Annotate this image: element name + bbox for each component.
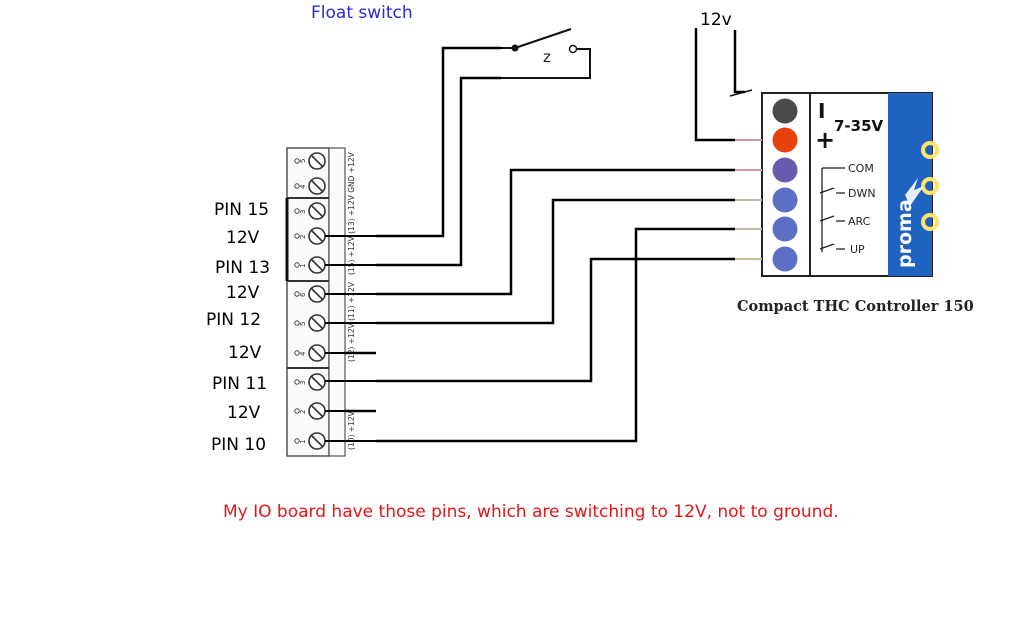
terminal-dwn	[772, 187, 798, 213]
svg-text:3: 3	[299, 381, 307, 385]
svg-text:3: 3	[299, 210, 307, 214]
strip-caption-upper: (15) +12V (13) +12V GND +12V	[347, 151, 356, 275]
wire-12v-supply-gray	[733, 30, 745, 94]
wire-dwn	[376, 198, 735, 325]
svg-text:1: 1	[299, 264, 307, 268]
float-switch-symbol: z	[501, 28, 591, 79]
float-switch-symbol-label: z	[543, 48, 551, 66]
svg-text:2: 2	[299, 235, 307, 239]
thc-output-dwn: DWN	[848, 187, 876, 200]
thc-controller: proma I + 7-35V COM DWN ARC UP	[735, 92, 939, 277]
wire-arc	[376, 227, 735, 443]
svg-text:6: 6	[299, 292, 307, 297]
svg-text:1: 1	[299, 440, 307, 444]
pin-label-12v-d: 12V	[227, 403, 261, 423]
pin-label-12v-b: 12V	[226, 283, 260, 303]
pin-label-10: PIN 10	[211, 435, 267, 455]
svg-text:2: 2	[299, 410, 307, 414]
terminal-red	[772, 127, 798, 153]
thc-output-com: COM	[848, 162, 874, 175]
float-switch-title: Float switch	[311, 3, 413, 23]
pin-label-12v-c: 12V	[228, 343, 262, 363]
wire-up	[376, 257, 735, 383]
supply-12v-label: 12v	[700, 10, 732, 30]
io-terminal-strip: 5 4 3 2 1 6 5 4 3 2 1 (15) +12V (13) +12…	[285, 147, 356, 457]
wire-com	[376, 168, 735, 296]
svg-text:5: 5	[299, 322, 307, 326]
terminal-up	[772, 246, 798, 272]
thc-voltage: 7-35V	[834, 117, 884, 135]
wire-float-to-pin13	[376, 76, 501, 267]
pin-label-12v-a: 12V	[226, 228, 260, 248]
thc-brand: proma	[894, 199, 916, 268]
terminal-com	[772, 157, 798, 183]
thc-plus-sign: +	[815, 126, 835, 154]
thc-output-arc: ARC	[848, 215, 871, 228]
terminal-arc	[772, 216, 798, 242]
pin-label-13: PIN 13	[215, 258, 271, 278]
thc-caption: Compact THC Controller 150	[737, 298, 974, 315]
wires	[325, 28, 753, 443]
thc-output-up: UP	[850, 243, 865, 256]
pin-label-15: PIN 15	[214, 200, 270, 220]
terminal-gray	[772, 98, 798, 124]
strip-caption-lower: (10) +12V	[347, 410, 356, 450]
thc-minus-sign: I	[818, 99, 825, 123]
wire-float-to-pin15-12v	[376, 46, 501, 238]
note-text: My IO board have those pins, which are s…	[223, 502, 839, 522]
svg-text:5: 5	[299, 159, 307, 163]
strip-caption-middle: (12) +12V (11) +12V	[347, 281, 356, 362]
svg-text:4: 4	[299, 351, 307, 356]
pin-label-11: PIN 11	[212, 374, 268, 394]
pin-label-12: PIN 12	[206, 310, 262, 330]
wire-12v-supply-red	[694, 28, 735, 142]
svg-text:4: 4	[299, 184, 307, 189]
